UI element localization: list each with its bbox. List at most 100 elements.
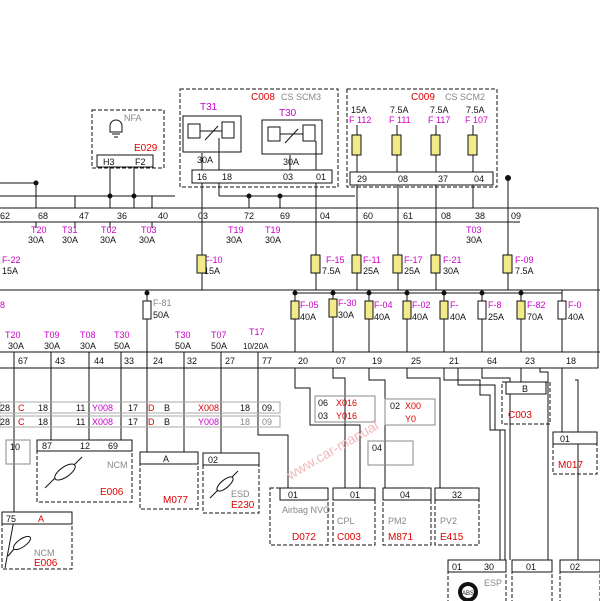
fuse-f112-name: F 112 xyxy=(349,115,371,125)
conn-04: 04 xyxy=(372,443,382,453)
conn1-pin: 18 xyxy=(38,403,48,413)
bpin-20: 20 xyxy=(298,356,308,366)
fuse-f30 xyxy=(328,298,338,318)
m077-code: M077 xyxy=(163,495,188,506)
m077-component: A M077 xyxy=(139,451,199,510)
conn2-pin3: 18 xyxy=(240,417,250,427)
bpin-77: 77 xyxy=(262,356,272,366)
esd-pin: 02 xyxy=(208,455,218,465)
connector-row-1: 28 C 18 11 Y008 17 D B X008 18 09. xyxy=(0,401,281,414)
fuse-f30-name: F-30 xyxy=(338,298,357,308)
fuse-t19a-name: T19 xyxy=(228,225,244,235)
top-wires xyxy=(0,167,511,255)
bpin-24: 24 xyxy=(153,356,163,366)
cpl-code: C003 xyxy=(337,532,361,543)
bpin-21: 21 xyxy=(449,356,459,366)
conn2-pin: 18 xyxy=(38,417,48,427)
conn1-pin2: 17 xyxy=(128,403,138,413)
bpin-25: 25 xyxy=(411,356,421,366)
p02-component: 02 xyxy=(559,559,600,601)
fuse-f81 xyxy=(142,300,152,320)
abs-icon: ABS xyxy=(458,582,478,601)
fuse-t31-name: T31 xyxy=(62,225,78,235)
conn2-pin4: 09 xyxy=(262,417,272,427)
conn-y00: Y0 xyxy=(405,414,416,424)
r3-t17-name: T17 xyxy=(249,327,265,337)
pin-38: 38 xyxy=(475,211,485,221)
pv2-label: PV2 xyxy=(440,516,457,526)
fuse-t03b-name: T03 xyxy=(466,225,482,235)
c003-code: C003 xyxy=(508,410,532,421)
bpin-44: 44 xyxy=(94,356,104,366)
fuse-pin-29: 29 xyxy=(357,174,367,184)
fuse-f17 xyxy=(392,254,403,274)
r3-t20-name: T20 xyxy=(5,330,21,340)
fuse-f22-name: F-22 xyxy=(2,255,21,265)
fuse-f09 xyxy=(502,254,513,274)
conn2-code: X008 xyxy=(92,417,113,427)
ncm-pin-12: 12 xyxy=(80,441,90,451)
fuse-f11-name: F-11 xyxy=(363,255,381,265)
conn1-code: Y008 xyxy=(92,403,113,413)
c003-component: B C003 xyxy=(501,381,551,425)
r3-t08-name: T08 xyxy=(80,330,96,340)
r3-t20-rating: 30A xyxy=(8,341,24,351)
watermark-text: www.car-manual xyxy=(283,417,381,483)
fuse-f21-rating: 30A xyxy=(443,266,459,276)
fuse-f04 xyxy=(364,300,374,320)
p01-pin: 01 xyxy=(526,562,536,572)
pv2-code: E415 xyxy=(440,532,464,543)
pin-72: 72 xyxy=(244,211,254,221)
pin-04: 04 xyxy=(320,211,330,221)
pin-36: 36 xyxy=(117,211,127,221)
fuse-f21-name: F-21 xyxy=(443,255,462,265)
ncm-side-pin: 10 xyxy=(10,442,20,452)
fuse-t19b-name: T19 xyxy=(265,225,281,235)
fuse-f05 xyxy=(290,300,300,320)
ncm-b-label: NCM xyxy=(34,548,55,558)
row1-fuse-labels: T20 30A T31 30A T02 30A T03 30A T19 30A … xyxy=(2,225,534,276)
r3-t30b-rating: 50A xyxy=(175,341,191,351)
conn2-c3: B xyxy=(164,417,170,427)
fuse-f09-rating: 7.5A xyxy=(515,266,534,276)
conn-x016: X016 xyxy=(336,398,357,408)
fuse-f107-rating: 7.5A xyxy=(466,105,485,115)
fuse-f8-rating: 25A xyxy=(488,312,504,322)
nfa-component: NFA E029 H3 F2 xyxy=(91,109,165,169)
nfa-code: E029 xyxy=(134,143,158,154)
conn1-right: 11 xyxy=(76,403,85,413)
conn2-left: 28 xyxy=(0,417,10,427)
bpin-64: 64 xyxy=(487,356,497,366)
conn1-mid: C xyxy=(18,403,25,413)
fuse-f82-rating: 70A xyxy=(527,312,543,322)
relay-t31-rating: 30A xyxy=(197,155,213,165)
ncm-b-pin: 75 xyxy=(6,514,16,524)
airbag-code: D072 xyxy=(292,532,316,543)
esp-component: 01 30 ESP ABS xyxy=(447,559,507,601)
relay-t31-name: T31 xyxy=(200,102,218,113)
pin-03: 03 xyxy=(198,211,208,221)
pv2-component: 32 PV2 E415 xyxy=(434,487,480,546)
fuse-8-name: 8 xyxy=(0,300,5,310)
bpin-67: 67 xyxy=(18,356,28,366)
fuse-f xyxy=(439,300,449,320)
c003-pin: B xyxy=(522,384,528,394)
ncm-pin-69: 69 xyxy=(108,441,118,451)
fuse-f21 xyxy=(430,254,441,274)
pm2-component: 04 PM2 M871 xyxy=(382,487,432,546)
fuse-f111-name: F 111 xyxy=(389,115,411,125)
esp-label: ESP xyxy=(484,578,502,588)
fuse-f22-rating: 15A xyxy=(2,266,18,276)
fuse-f17-rating: 25A xyxy=(404,266,420,276)
fuse-t03-rating: 30A xyxy=(139,235,155,245)
relay-t30 xyxy=(261,119,323,155)
bpin-33: 33 xyxy=(124,356,134,366)
pin-40: 40 xyxy=(158,211,168,221)
m017-pin: 01 xyxy=(560,434,570,444)
r3-t09-name: T09 xyxy=(44,330,60,340)
fuse-f10-name: F-10 xyxy=(204,255,223,265)
p02-pin: 02 xyxy=(570,562,580,572)
relay-pin-01: 01 xyxy=(316,172,326,182)
pin-47: 47 xyxy=(79,211,89,221)
